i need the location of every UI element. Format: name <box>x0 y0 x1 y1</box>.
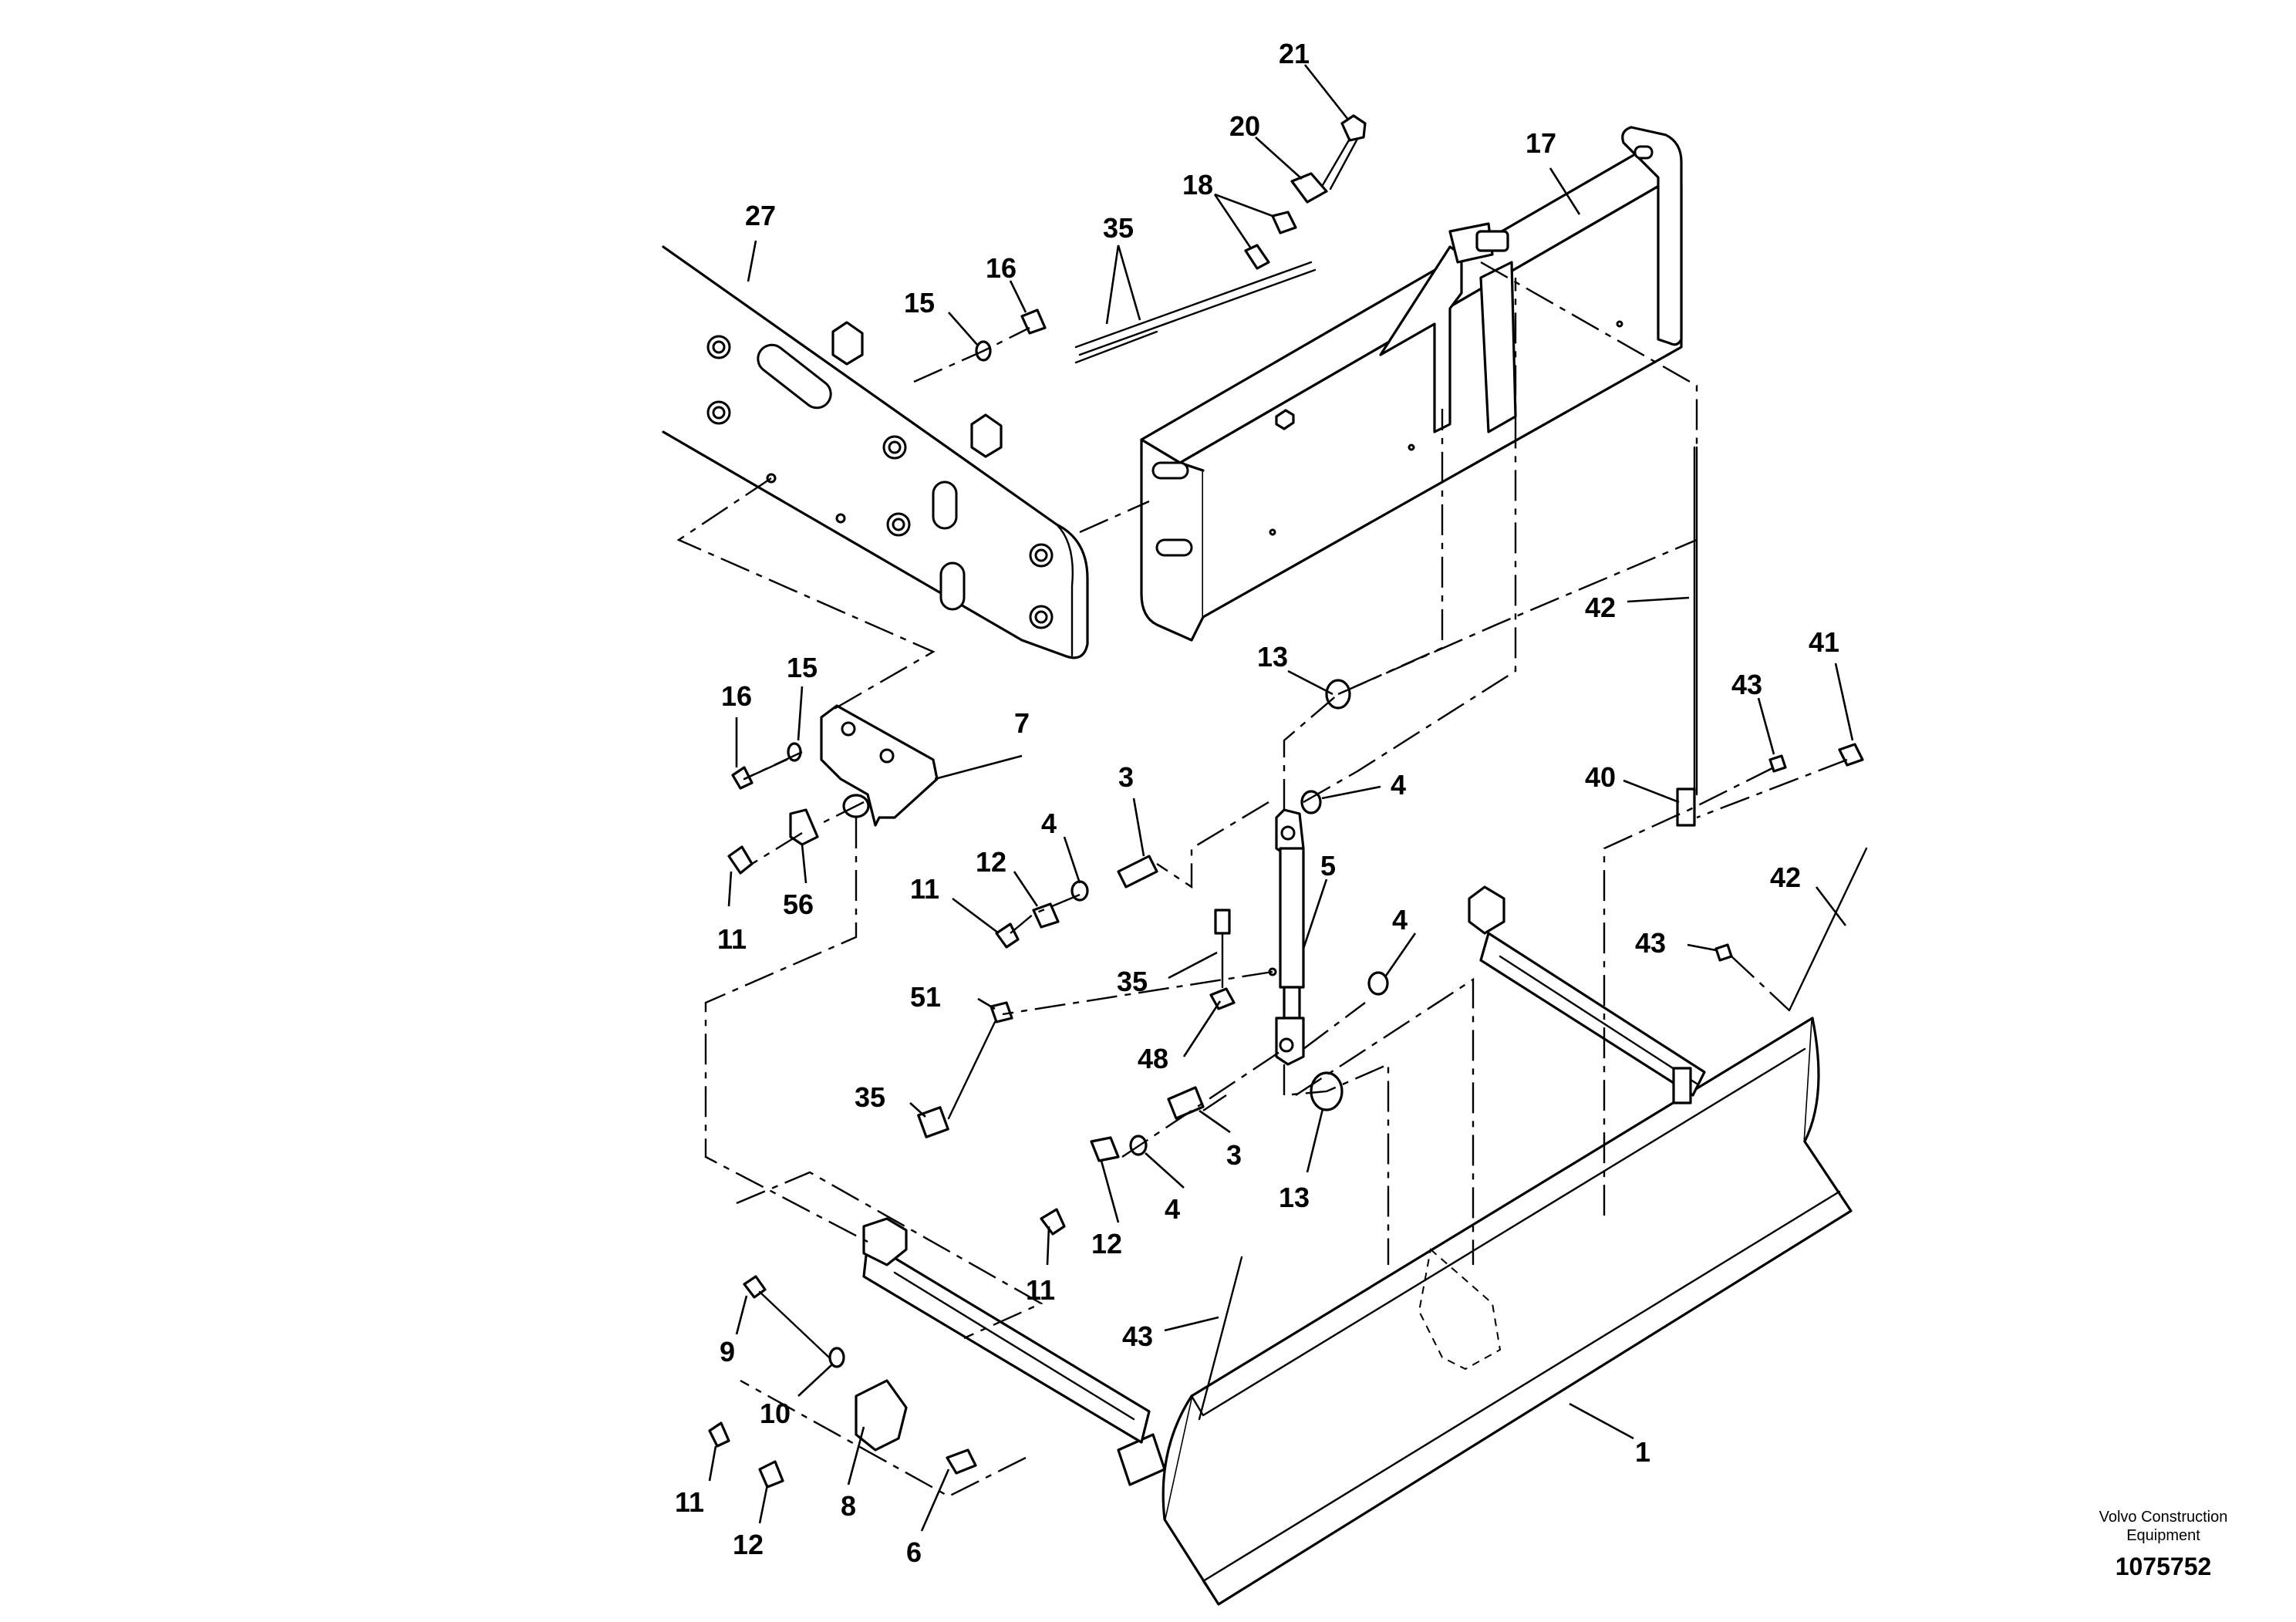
callout-11: 11 <box>910 873 939 905</box>
callout-48: 48 <box>1138 1043 1168 1074</box>
brand-line-1: Volvo Construction <box>2099 1509 2228 1526</box>
callout-42: 43 <box>1122 1320 1153 1352</box>
callout-16: 16 <box>721 680 752 712</box>
frame-side-plate <box>662 245 1089 659</box>
callout-9: 9 <box>720 1336 735 1367</box>
push-arm-right <box>1468 885 1706 1104</box>
callout-15: 15 <box>787 652 818 683</box>
callout-4: 4 <box>1391 769 1406 801</box>
callout-51: 51 <box>910 981 941 1013</box>
callout-35: 35 <box>1117 966 1148 997</box>
callout-12: 12 <box>976 846 1006 878</box>
callout-40: 41 <box>1809 626 1839 658</box>
callout-5: 5 <box>1320 850 1336 882</box>
callout-4: 4 <box>1041 808 1057 839</box>
push-arm-left <box>862 1217 1151 1444</box>
callout-labels: 21 20 18 35 17 27 15 16 13 15 16 7 11 56… <box>675 38 1839 1568</box>
callout-43: 43 <box>1731 669 1762 700</box>
drawing-footer: Volvo Construction Equipment 1075752 <box>2099 1509 2228 1580</box>
callout-35: 35 <box>855 1081 885 1113</box>
callout-42: 42 <box>1770 862 1801 893</box>
callout-12: 12 <box>733 1529 764 1560</box>
leader-lines <box>708 64 1854 1532</box>
callout-11: 11 <box>675 1486 704 1518</box>
callout-3: 3 <box>1118 761 1134 793</box>
callout-10: 10 <box>760 1398 791 1429</box>
callout-1: 1 <box>1635 1436 1650 1468</box>
callout-27: 27 <box>745 200 776 231</box>
callout-56: 56 <box>783 889 814 920</box>
callout-21: 20 <box>1229 110 1260 142</box>
callout-22: 21 <box>1279 38 1310 69</box>
callout-3: 3 <box>1226 1139 1242 1171</box>
brand-line-2: Equipment <box>2126 1527 2200 1544</box>
assembly-lines <box>676 261 1848 1498</box>
hidden-bracket <box>1418 1248 1502 1371</box>
callout-8: 8 <box>841 1490 856 1522</box>
callout-15: 15 <box>904 287 935 319</box>
callout-12: 12 <box>1091 1228 1122 1259</box>
callout-35: 35 <box>1103 212 1134 244</box>
hydraulic-cylinder <box>1268 808 1305 1066</box>
callout-7: 6 <box>906 1536 922 1568</box>
callout-43: 43 <box>1635 927 1666 959</box>
callout-13: 13 <box>1279 1182 1310 1213</box>
callout-11: 11 <box>1026 1274 1055 1306</box>
callout-39: 40 <box>1585 761 1616 793</box>
callout-4: 4 <box>1392 904 1408 936</box>
callout-6: 7 <box>1014 707 1030 739</box>
callout-17: 16 <box>986 252 1017 284</box>
push-beam <box>1140 126 1683 642</box>
callout-11: 11 <box>717 923 747 955</box>
callout-18: 17 <box>1526 127 1556 159</box>
mounting-bracket <box>820 704 939 827</box>
callout-41: 42 <box>1585 592 1616 623</box>
callout-4: 4 <box>1165 1193 1180 1225</box>
drawing-number: 1075752 <box>2116 1553 2212 1580</box>
callout-20: 18 <box>1182 169 1213 201</box>
callout-13: 13 <box>1257 641 1288 673</box>
